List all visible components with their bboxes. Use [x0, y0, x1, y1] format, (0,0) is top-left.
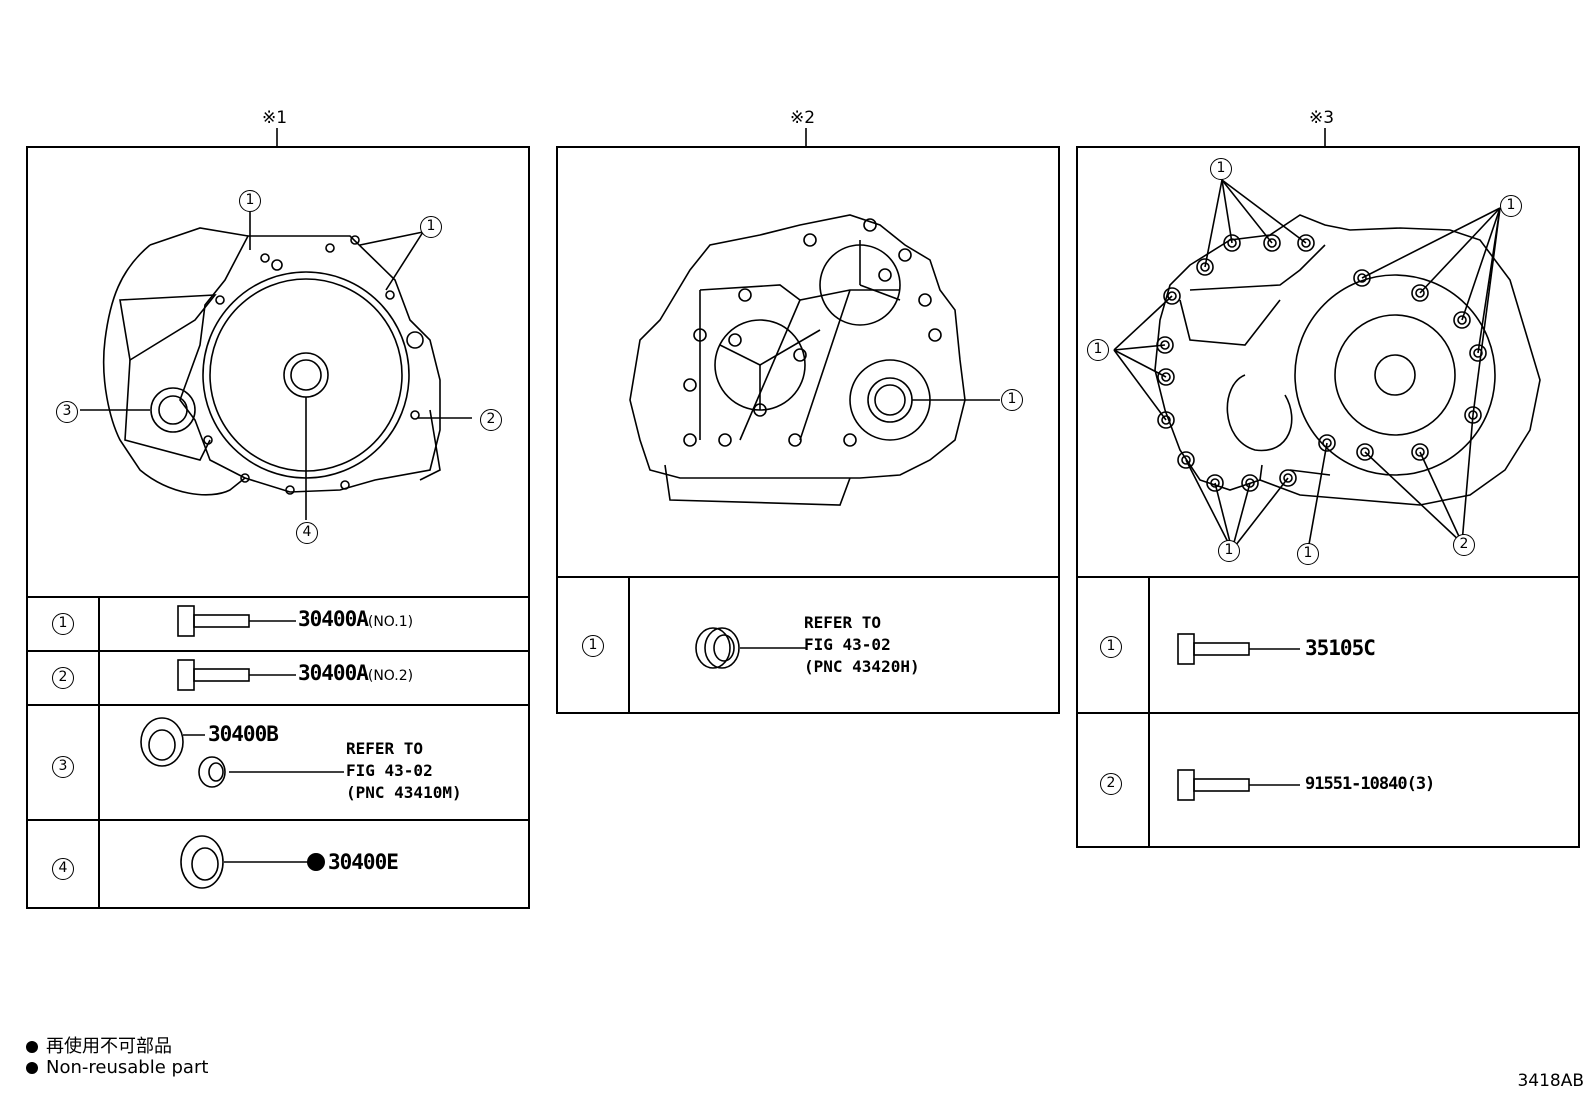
row-divider — [1076, 712, 1580, 714]
dot-icon — [26, 1041, 38, 1053]
callout-1: 1 — [1087, 339, 1109, 361]
panel-1 — [26, 146, 530, 909]
row-divider — [26, 819, 530, 821]
callout-2: 2 — [1453, 534, 1475, 556]
oil-seal-4-drawing — [180, 835, 310, 889]
row-divider — [26, 704, 530, 706]
panel-3-divider — [1076, 576, 1580, 578]
row-num-1: 1 — [1100, 636, 1122, 658]
row-num-2: 2 — [52, 667, 74, 689]
bolt-91551-drawing — [1177, 769, 1300, 801]
row-num-2: 2 — [1100, 773, 1122, 795]
part-note: (NO.2) — [367, 668, 414, 684]
bolt-35105c-drawing — [1177, 633, 1300, 665]
callout-1: 1 — [1218, 540, 1240, 562]
dot-icon — [26, 1062, 38, 1074]
panel-3 — [1076, 146, 1580, 848]
refer-text: REFER TO FIG 43-02 (PNC 43420H) — [804, 613, 920, 676]
panel-2-label: ※2 — [790, 108, 816, 128]
callout-1: 1 — [239, 190, 261, 212]
panel-1-divider — [26, 596, 530, 598]
row-divider — [26, 650, 530, 652]
legend-ja: 再使用不可部品 — [26, 1032, 172, 1058]
callout-1: 1 — [1001, 389, 1023, 411]
panel-2-divider — [556, 576, 1060, 578]
non-reusable-marker — [307, 853, 325, 871]
part-30400a: 30400A — [298, 661, 369, 685]
transaxle-front-view — [80, 212, 472, 520]
col-divider — [1148, 576, 1150, 848]
part-35105c: 35105C — [1305, 636, 1376, 660]
callout-1: 1 — [420, 216, 442, 238]
callout-2: 2 — [480, 409, 502, 431]
row-num-1: 1 — [582, 635, 604, 657]
legend-en-text: Non-reusable part — [46, 1057, 209, 1078]
part-note: (NO.1) — [367, 614, 414, 630]
part-30400a: 30400A — [298, 607, 369, 631]
panel-1-label: ※1 — [262, 108, 288, 128]
figure-code: 3418AB — [1517, 1071, 1584, 1091]
refer-text: REFER TO FIG 43-02 (PNC 43410M) — [346, 739, 462, 802]
callout-4: 4 — [296, 522, 318, 544]
transaxle-rear-view — [1113, 179, 1541, 551]
oil-seal-3-drawing — [140, 717, 344, 788]
bolt-2-drawing — [177, 659, 296, 691]
row-num-4: 4 — [52, 858, 74, 880]
callout-3: 3 — [56, 401, 78, 423]
part-number: 30400A(NO.2) — [298, 661, 413, 685]
callout-1: 1 — [1500, 195, 1522, 217]
part-30400e: 30400E — [328, 850, 399, 874]
callout-1: 1 — [1210, 158, 1232, 180]
part-number: 30400A(NO.1) — [298, 607, 413, 631]
legend-en: Non-reusable part — [26, 1057, 208, 1078]
transaxle-side-view — [629, 214, 1000, 506]
panel-3-label: ※3 — [1309, 108, 1335, 128]
oil-seal-panel2-drawing — [695, 627, 806, 669]
col-divider — [98, 596, 100, 909]
callout-1: 1 — [1297, 543, 1319, 565]
bolt-1-drawing — [177, 605, 296, 637]
part-30400b: 30400B — [208, 722, 279, 746]
col-divider — [628, 576, 630, 714]
panel-2 — [556, 146, 1060, 714]
part-91551-10840: 91551-10840(3) — [1305, 774, 1435, 794]
row-num-3: 3 — [52, 756, 74, 778]
row-num-1: 1 — [52, 613, 74, 635]
legend-ja-text: 再使用不可部品 — [46, 1036, 172, 1057]
